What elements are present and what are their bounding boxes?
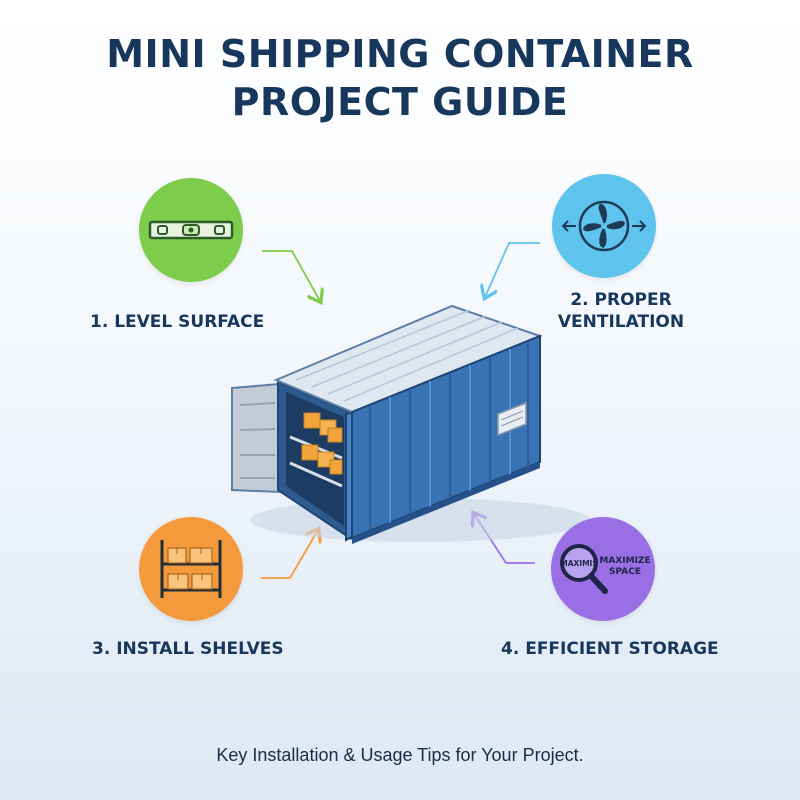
- magnifier-icon: MAXIMIS MAXIMIZE SPACE: [560, 544, 651, 594]
- level-surface-badge: [139, 178, 243, 282]
- magnifier-text: MAXIMIS: [560, 559, 598, 568]
- title-line-1: MINI SHIPPING CONTAINER: [106, 32, 694, 76]
- step-4-label: 4. EFFICIENT STORAGE: [501, 639, 719, 659]
- step-2-label: 2. PROPER VENTILATION: [551, 289, 691, 333]
- arrow-shelf: [261, 530, 318, 579]
- fan-icon: [562, 200, 646, 252]
- footer-caption: Key Installation & Usage Tips for Your P…: [216, 745, 584, 765]
- maximize-text: MAXIMIZE: [599, 556, 650, 566]
- step-1-label: 1. LEVEL SURFACE: [90, 312, 265, 332]
- shelves-icon: [160, 540, 222, 598]
- page-title: MINI SHIPPING CONTAINER PROJECT GUIDE: [0, 30, 800, 126]
- arrow-vent: [485, 242, 540, 297]
- title-line-2: PROJECT GUIDE: [231, 80, 569, 124]
- step-3-label: 3. INSTALL SHELVES: [92, 639, 284, 659]
- efficient-storage-badge: MAXIMIS MAXIMIZE SPACE: [551, 517, 655, 621]
- spirit-level-icon: [148, 220, 234, 240]
- step-2-label-line-1: 2. PROPER: [570, 290, 672, 310]
- arrow-level: [262, 250, 320, 301]
- space-text: SPACE: [609, 567, 641, 577]
- ventilation-badge: [552, 174, 656, 278]
- step-2-label-line-2: VENTILATION: [557, 312, 685, 332]
- install-shelves-badge: [139, 517, 243, 621]
